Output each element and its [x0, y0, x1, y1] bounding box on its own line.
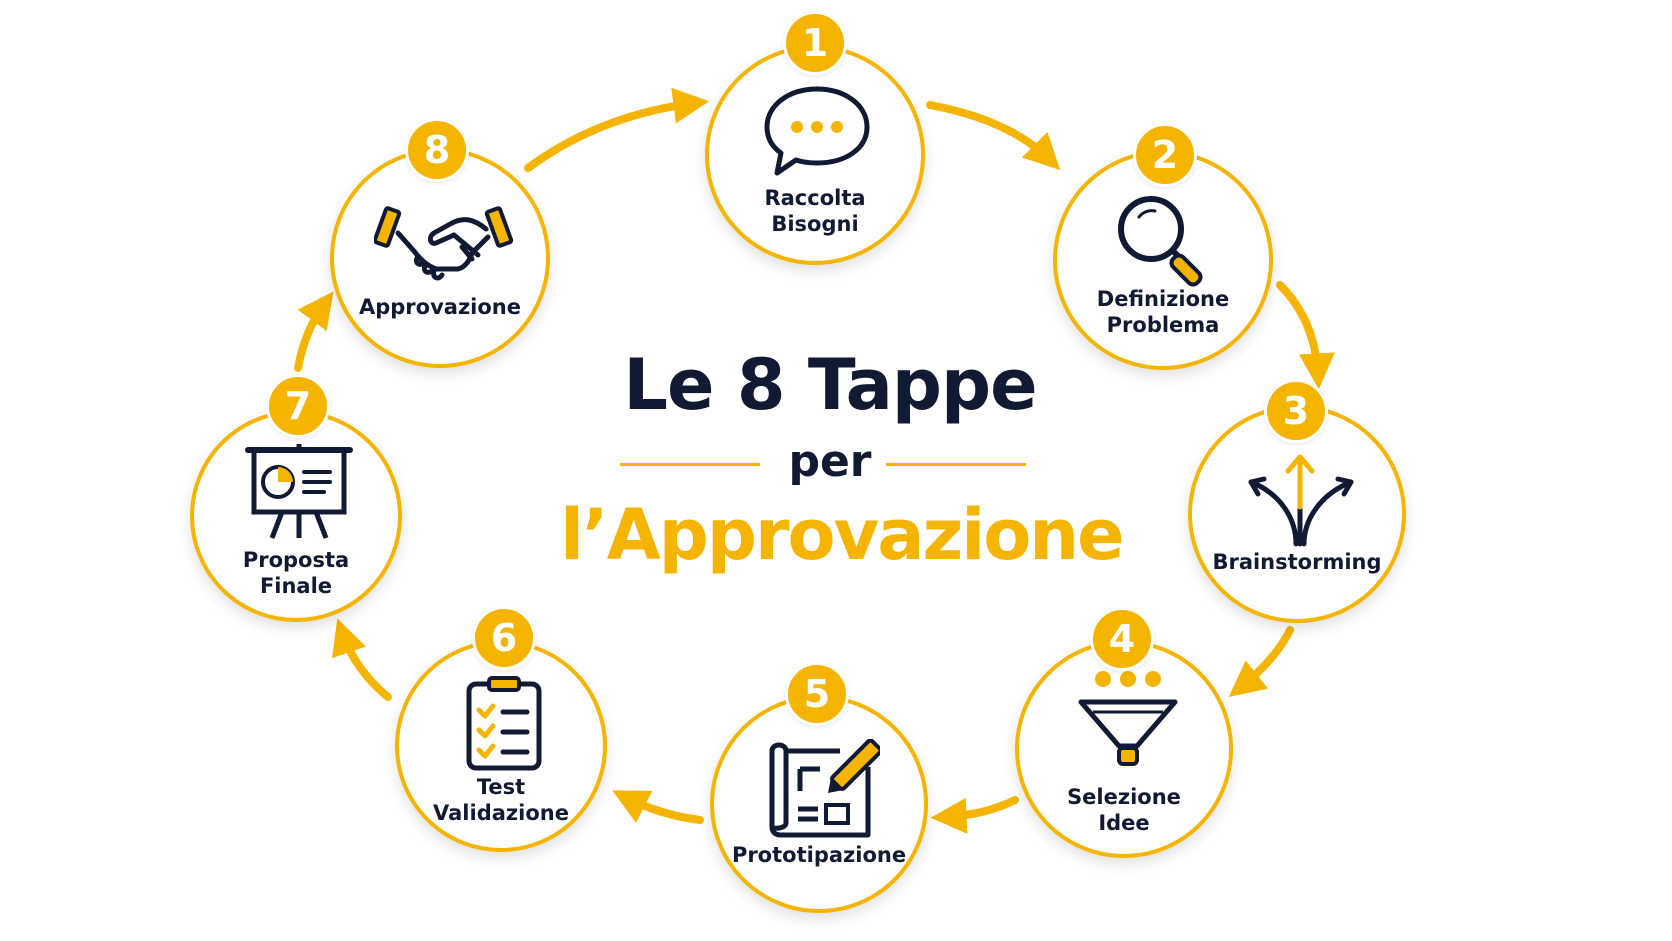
arrow-5-to-6: [612, 790, 704, 824]
step-2-label: Definizione Problema: [1096, 287, 1230, 337]
blueprint-pencil-icon: [769, 739, 880, 838]
step-1-label: Raccolta Bisogni: [764, 186, 866, 236]
arrow-6-to-7: [331, 618, 392, 701]
arrow-7-to-8: [294, 291, 334, 372]
step-5-circle: Prototipazione: [710, 695, 928, 913]
handshake-icon: [374, 206, 514, 281]
step-6-label: Test Validazione: [433, 775, 569, 825]
step-1-badge: 1: [783, 11, 847, 75]
title-rule-right: [886, 463, 1026, 466]
step-4-label: Selezione Idee: [1067, 785, 1181, 835]
presentation-board-icon: [245, 444, 353, 539]
step-2-badge: 2: [1133, 123, 1197, 187]
funnel-icon: [1078, 671, 1178, 766]
speech-bubble-icon: [764, 86, 870, 176]
step-6-circle: Test Validazione: [395, 640, 607, 852]
arrow-2-to-3: [1276, 281, 1335, 390]
step-1-circle: Raccolta Bisogni: [705, 45, 925, 265]
checklist-clipboard-icon: [466, 676, 542, 771]
magnifying-glass-icon: [1118, 196, 1203, 287]
step-3-badge: 3: [1264, 379, 1328, 443]
arrow-4-to-5: [930, 796, 1019, 834]
step-5-label: Prototipazione: [731, 843, 907, 867]
step-7-label: Proposta Finale: [242, 548, 350, 598]
step-5-badge: 5: [785, 662, 849, 726]
arrow-8-to-1: [524, 87, 710, 172]
step-6-badge: 6: [472, 606, 536, 670]
arrow-1-to-2: [926, 101, 1061, 171]
step-7-badge: 7: [266, 374, 330, 438]
step-3-label: Brainstorming: [1212, 550, 1382, 574]
title-rule-left: [620, 463, 760, 466]
center-title: Le 8 Tappe: [623, 344, 1037, 426]
center-subtitle: l’Approvazione: [560, 494, 1125, 576]
step-7-circle: Proposta Finale: [190, 410, 402, 622]
branching-arrows-icon: [1248, 454, 1354, 547]
step-4-badge: 4: [1090, 607, 1154, 671]
center-connector-word: per: [788, 436, 872, 487]
step-8-label: Approvazione: [358, 295, 521, 319]
arrow-3-to-4: [1228, 626, 1294, 697]
step-8-badge: 8: [405, 118, 469, 182]
step-4-circle: Selezione Idee: [1015, 640, 1233, 858]
